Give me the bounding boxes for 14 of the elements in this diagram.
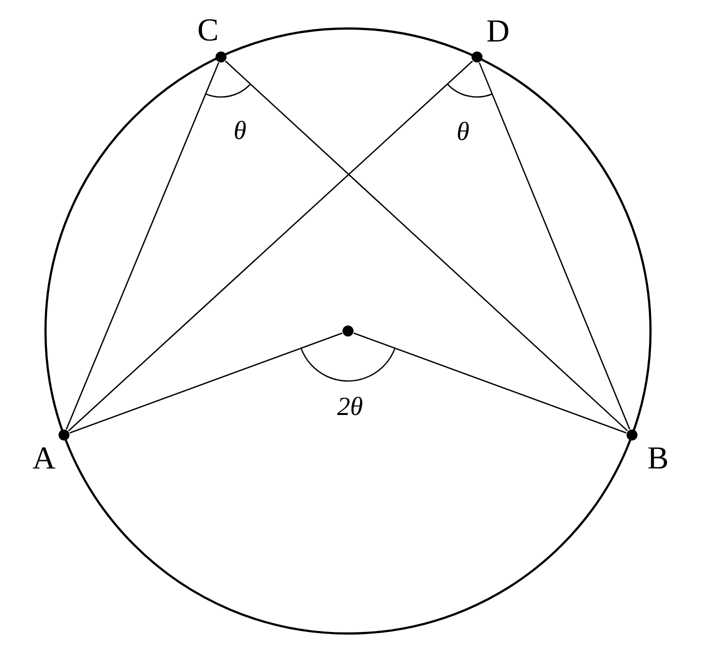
point-label: B: [648, 447, 668, 469]
line-segment: [66, 62, 220, 430]
line-segment: [225, 60, 628, 432]
point-label: A: [32, 447, 56, 469]
line-segment: [68, 60, 473, 432]
point-label: D: [487, 20, 508, 42]
point-label: C: [198, 19, 217, 41]
line-segment: [354, 332, 626, 434]
line-segment: [478, 62, 630, 430]
point: [342, 326, 354, 336]
angle-label: θ: [458, 122, 469, 140]
angle-label: θ: [234, 120, 246, 140]
line-segment: [70, 332, 342, 434]
angle-label: 2θ: [337, 396, 362, 416]
